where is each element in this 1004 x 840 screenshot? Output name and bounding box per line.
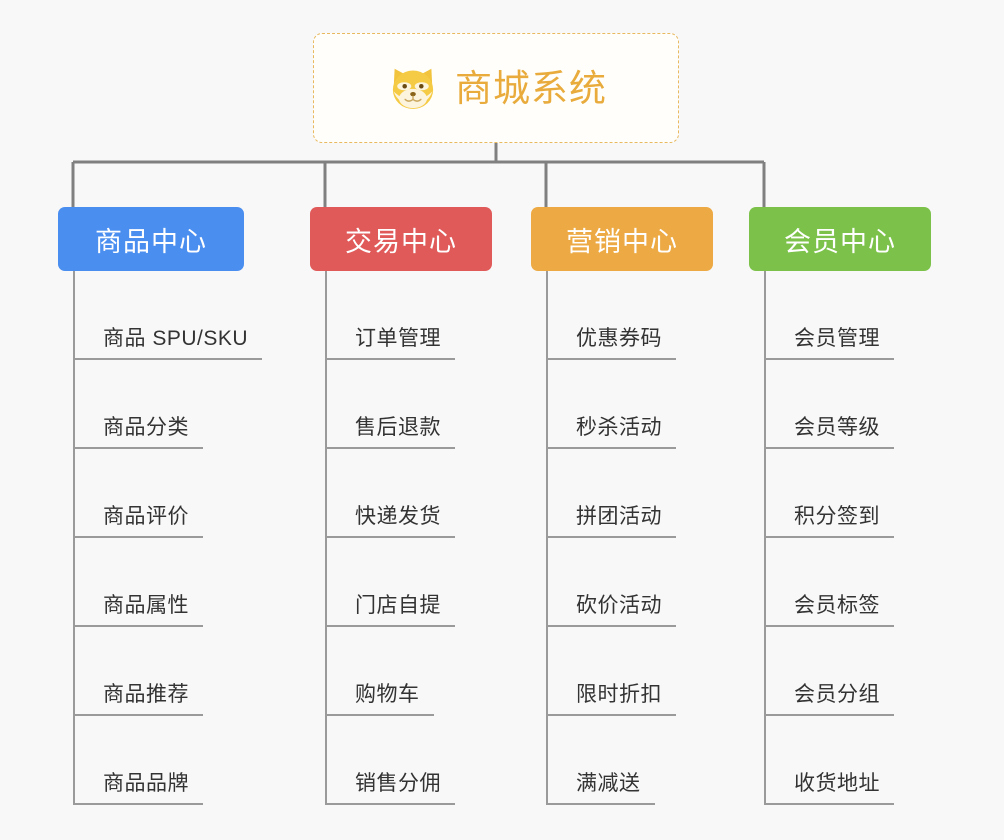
category-label: 营销中心 [566, 226, 678, 257]
leaf-item[interactable]: 积分签到 [764, 449, 894, 538]
leaf-item[interactable]: 商品分类 [73, 360, 262, 449]
branch-trunk-line [764, 271, 766, 805]
leaf-item[interactable]: 购物车 [325, 627, 455, 716]
category-box-2[interactable]: 交易中心 [310, 207, 492, 271]
leaf-label: 商品推荐 [103, 683, 189, 706]
leaf-item[interactable]: 商品属性 [73, 538, 262, 627]
leaf-label: 秒杀活动 [576, 416, 662, 439]
leaf-label: 商品 SPU/SKU [103, 327, 249, 350]
leaf-label: 限时折扣 [576, 683, 662, 706]
branch-column-2: 交易中心订单管理售后退款快递发货门店自提购物车销售分佣 [310, 207, 492, 805]
leaf-item[interactable]: 会员分组 [764, 627, 894, 716]
leaf-underline: 商品品牌 [73, 771, 203, 805]
leaf-underline: 优惠券码 [546, 326, 676, 360]
leaf-item[interactable]: 商品评价 [73, 449, 262, 538]
leaf-underline: 订单管理 [325, 326, 455, 360]
leaf-label: 积分签到 [794, 505, 880, 528]
leaf-underline: 门店自提 [325, 593, 455, 627]
leaf-label: 拼团活动 [576, 505, 662, 528]
leaf-item[interactable]: 会员等级 [764, 360, 894, 449]
leaf-label: 会员等级 [794, 416, 880, 439]
branch-trunk-line [325, 271, 327, 805]
leaf-underline: 购物车 [325, 682, 434, 716]
leaf-underline: 会员标签 [764, 593, 894, 627]
leaf-label: 商品品牌 [103, 772, 189, 795]
leaf-label: 会员分组 [794, 683, 880, 706]
leaf-underline: 商品评价 [73, 504, 203, 538]
leaf-underline: 商品推荐 [73, 682, 203, 716]
leaf-label: 门店自提 [355, 594, 441, 617]
leaf-underline: 拼团活动 [546, 504, 676, 538]
leaf-underline: 会员等级 [764, 415, 894, 449]
leaf-underline: 商品属性 [73, 593, 203, 627]
leaf-label: 购物车 [355, 683, 420, 706]
branch-column-4: 会员中心会员管理会员等级积分签到会员标签会员分组收货地址 [749, 207, 931, 805]
leaf-item[interactable]: 优惠券码 [546, 271, 676, 360]
leaf-label: 满减送 [576, 772, 641, 795]
leaf-label: 商品属性 [103, 594, 189, 617]
category-box-1[interactable]: 商品中心 [58, 207, 244, 271]
category-box-3[interactable]: 营销中心 [531, 207, 713, 271]
leaf-item[interactable]: 快递发货 [325, 449, 455, 538]
leaf-label: 商品分类 [103, 416, 189, 439]
leaf-label: 优惠券码 [576, 327, 662, 350]
branch-column-3: 营销中心优惠券码秒杀活动拼团活动砍价活动限时折扣满减送 [531, 207, 713, 805]
leaf-underline: 会员管理 [764, 326, 894, 360]
leaf-label: 商品评价 [103, 505, 189, 528]
leaf-item[interactable]: 砍价活动 [546, 538, 676, 627]
leaf-label: 售后退款 [355, 416, 441, 439]
leaf-underline: 售后退款 [325, 415, 455, 449]
leaf-label: 销售分佣 [355, 772, 441, 795]
leaf-list: 会员管理会员等级积分签到会员标签会员分组收货地址 [764, 271, 894, 805]
branch-column-1: 商品中心商品 SPU/SKU 商品分类商品评价商品属性商品推荐商品品牌 [58, 207, 263, 805]
leaf-item[interactable]: 拼团活动 [546, 449, 676, 538]
leaf-underline: 商品 SPU/SKU [73, 326, 263, 360]
leaf-label: 会员标签 [794, 594, 880, 617]
leaf-underline: 限时折扣 [546, 682, 676, 716]
root-node[interactable]: 商城系统 [313, 33, 679, 143]
leaf-underline: 砍价活动 [546, 593, 676, 627]
leaf-item[interactable]: 商品推荐 [73, 627, 262, 716]
leaf-underline: 秒杀活动 [546, 415, 676, 449]
category-label: 交易中心 [345, 226, 457, 257]
leaf-underline: 商品分类 [73, 415, 203, 449]
leaf-item[interactable]: 商品 SPU/SKU [73, 271, 263, 360]
leaf-underline: 会员分组 [764, 682, 894, 716]
leaf-item[interactable]: 商品品牌 [73, 716, 262, 805]
leaf-underline: 快递发货 [325, 504, 455, 538]
leaf-underline: 销售分佣 [325, 771, 455, 805]
category-box-4[interactable]: 会员中心 [749, 207, 931, 271]
branch-trunk-line [546, 271, 548, 805]
leaf-item[interactable]: 会员管理 [764, 271, 894, 360]
leaf-item[interactable]: 售后退款 [325, 360, 455, 449]
leaf-label: 订单管理 [355, 327, 441, 350]
leaf-item[interactable]: 会员标签 [764, 538, 894, 627]
leaf-item[interactable]: 秒杀活动 [546, 360, 676, 449]
leaf-item[interactable]: 销售分佣 [325, 716, 455, 805]
leaf-label: 收货地址 [794, 772, 880, 795]
leaf-list: 商品 SPU/SKU 商品分类商品评价商品属性商品推荐商品品牌 [73, 271, 263, 805]
leaf-item[interactable]: 收货地址 [764, 716, 894, 805]
leaf-list: 订单管理售后退款快递发货门店自提购物车销售分佣 [325, 271, 455, 805]
leaf-item[interactable]: 限时折扣 [546, 627, 676, 716]
leaf-underline: 满减送 [546, 771, 655, 805]
leaf-item[interactable]: 满减送 [546, 716, 676, 805]
leaf-label: 砍价活动 [576, 594, 662, 617]
leaf-item[interactable]: 门店自提 [325, 538, 455, 627]
leaf-underline: 积分签到 [764, 504, 894, 538]
leaf-list: 优惠券码秒杀活动拼团活动砍价活动限时折扣满减送 [546, 271, 676, 805]
leaf-item[interactable]: 订单管理 [325, 271, 455, 360]
leaf-label: 快递发货 [355, 505, 441, 528]
leaf-underline: 收货地址 [764, 771, 894, 805]
root-title: 商城系统 [455, 67, 607, 109]
leaf-label: 会员管理 [794, 327, 880, 350]
category-label: 商品中心 [95, 226, 207, 257]
branch-trunk-line [73, 271, 75, 805]
shiba-dog-face-icon [392, 68, 434, 109]
category-label: 会员中心 [784, 226, 896, 257]
